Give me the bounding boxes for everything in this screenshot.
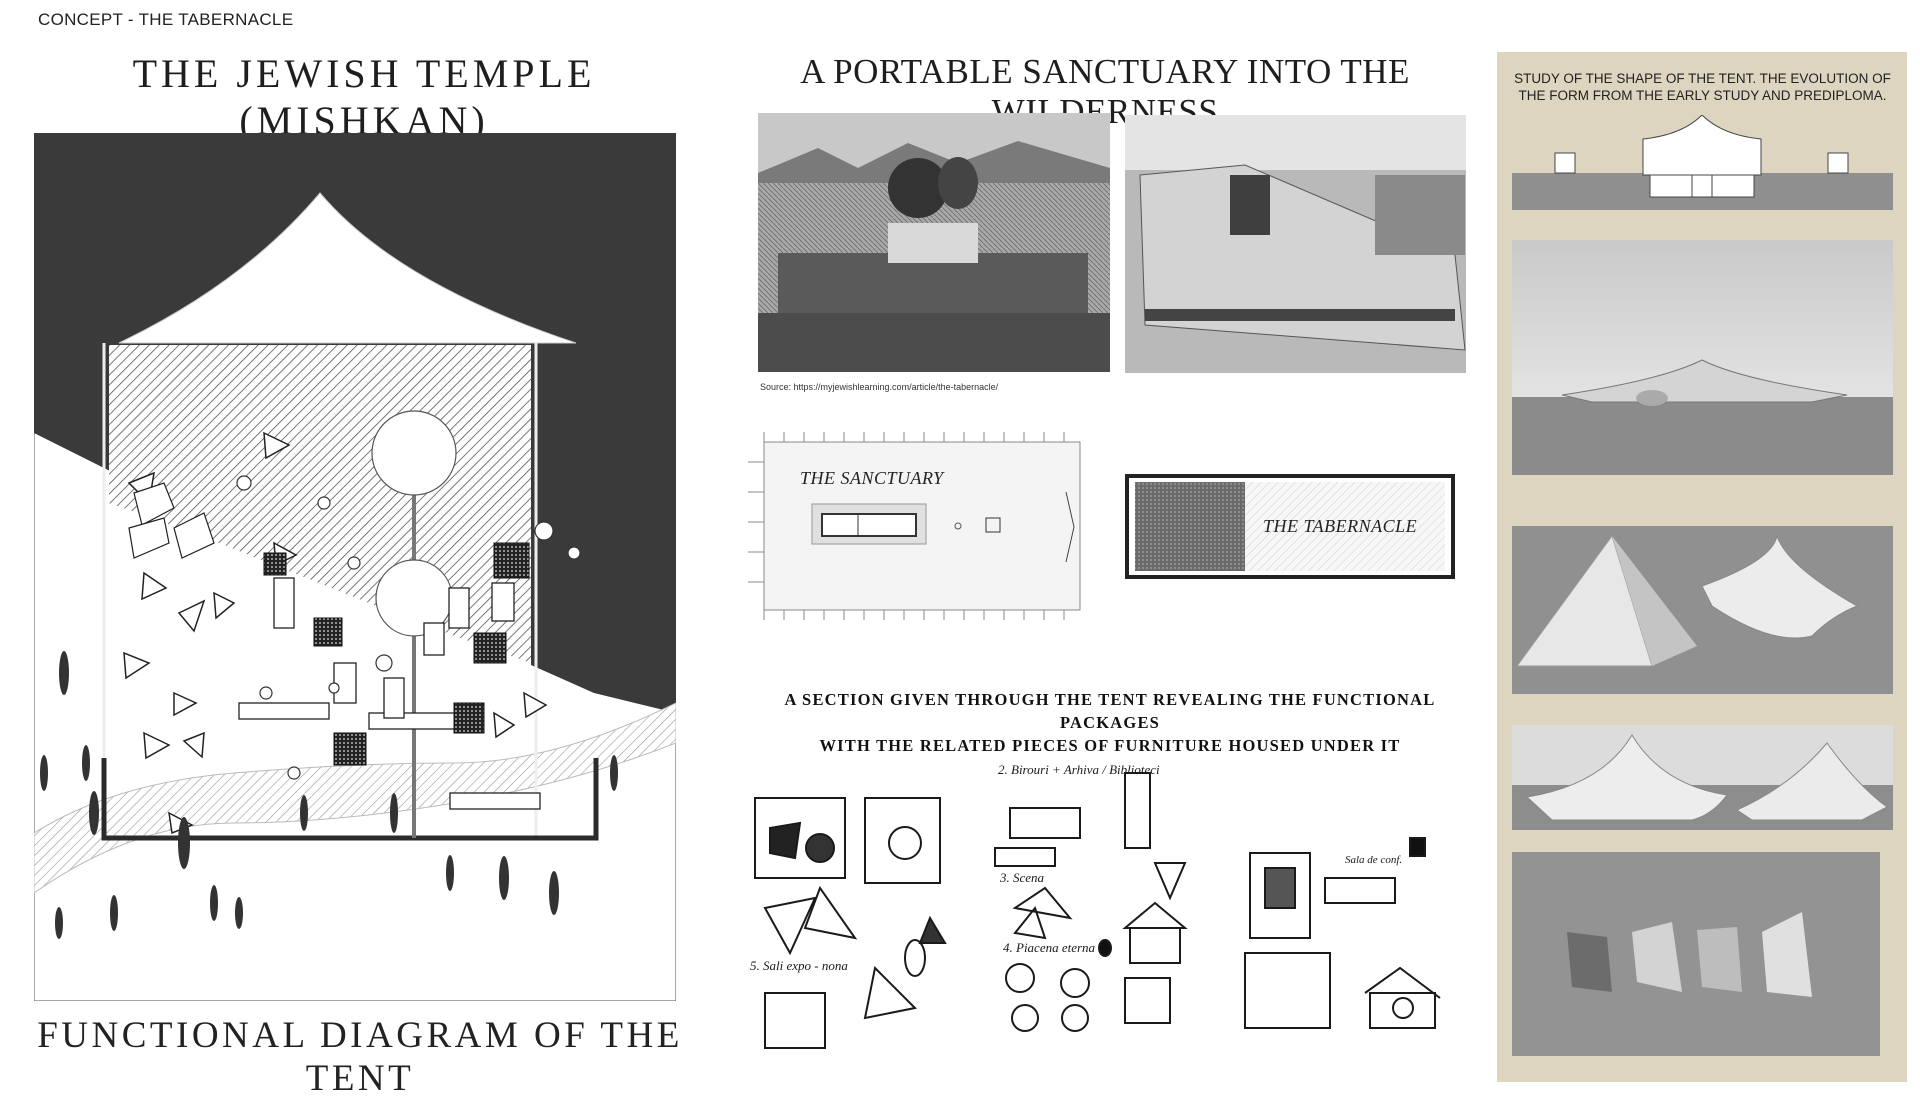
sketch-note-conf: Sala de conf. [1345,854,1403,866]
tabernacle-plan [1125,474,1455,579]
sketch-note-2: 2. Birouri + Arhiva / Biblioteci [998,762,1160,777]
functional-diagram [34,133,676,1001]
study-render-flat-tent [1512,240,1893,475]
section-caption-line2: WITH THE RELATED PIECES OF FURNITURE HOU… [819,736,1401,755]
main-title: THE JEWISH TEMPLE (MISHKAN) [132,51,596,143]
concept-sketches: 2. Birouri + Arhiva / Biblioteci 3. Scen… [745,762,1475,1058]
sanctuary-label: THE SANCTUARY [800,468,944,488]
section-caption: A SECTION GIVEN THROUGH THE TENT REVEALI… [740,688,1480,757]
study-render-peaked-tents [1512,526,1893,694]
sketch-note-3: 3. Scena [1000,870,1045,885]
center-title: A PORTABLE SANCTUARY INTO THE WILDERNESS [800,52,1410,131]
tabernacle-label: THE TABERNACLE [1263,516,1418,536]
image-source: Source: https://myjewishlearning.com/art… [760,382,999,392]
sketch-note-5: 5. Sali expo - nona [750,958,848,973]
study-render-low-tents [1512,725,1893,830]
section-caption-line1: A SECTION GIVEN THROUGH THE TENT REVEALI… [784,690,1436,732]
engraving-tabernacle-camp [758,113,1110,372]
concept-label: CONCEPT - THE TABERNACLE [38,10,294,29]
engraving-tabernacle-court [1125,115,1466,373]
study-render-shells [1512,852,1880,1056]
sketch-note-4: 4. Piacena eterna [1003,940,1096,955]
study-elevation [1512,115,1893,210]
study-caption: STUDY OF THE SHAPE OF THE TENT. THE EVOL… [1514,71,1891,103]
sanctuary-plan [748,432,1096,620]
bottom-title: FUNCTIONAL DIAGRAM OF THE TENT [37,1015,683,1099]
